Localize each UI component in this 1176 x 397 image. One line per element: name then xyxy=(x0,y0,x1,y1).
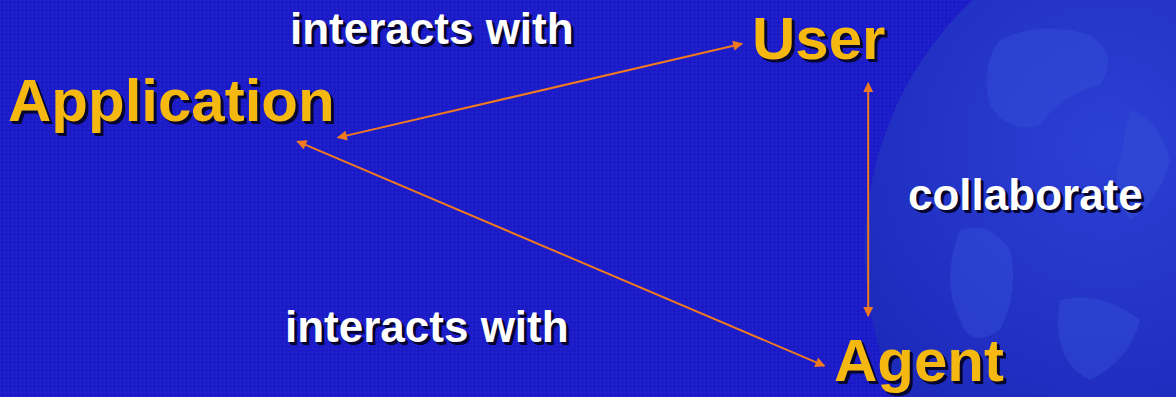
node-text: User xyxy=(752,4,885,73)
edge-label: interacts with xyxy=(285,302,569,353)
actor-label: Application xyxy=(4,62,339,139)
connector-arrow xyxy=(338,44,742,138)
node-text: Agent xyxy=(834,326,1004,395)
node-text: Application xyxy=(8,66,335,135)
actor-label: User xyxy=(748,0,889,77)
connector-arrow xyxy=(867,83,869,316)
edge-label: interacts with xyxy=(290,4,574,55)
edge-label: collaborate xyxy=(908,170,1143,221)
actor-label: Agent xyxy=(830,322,1008,397)
